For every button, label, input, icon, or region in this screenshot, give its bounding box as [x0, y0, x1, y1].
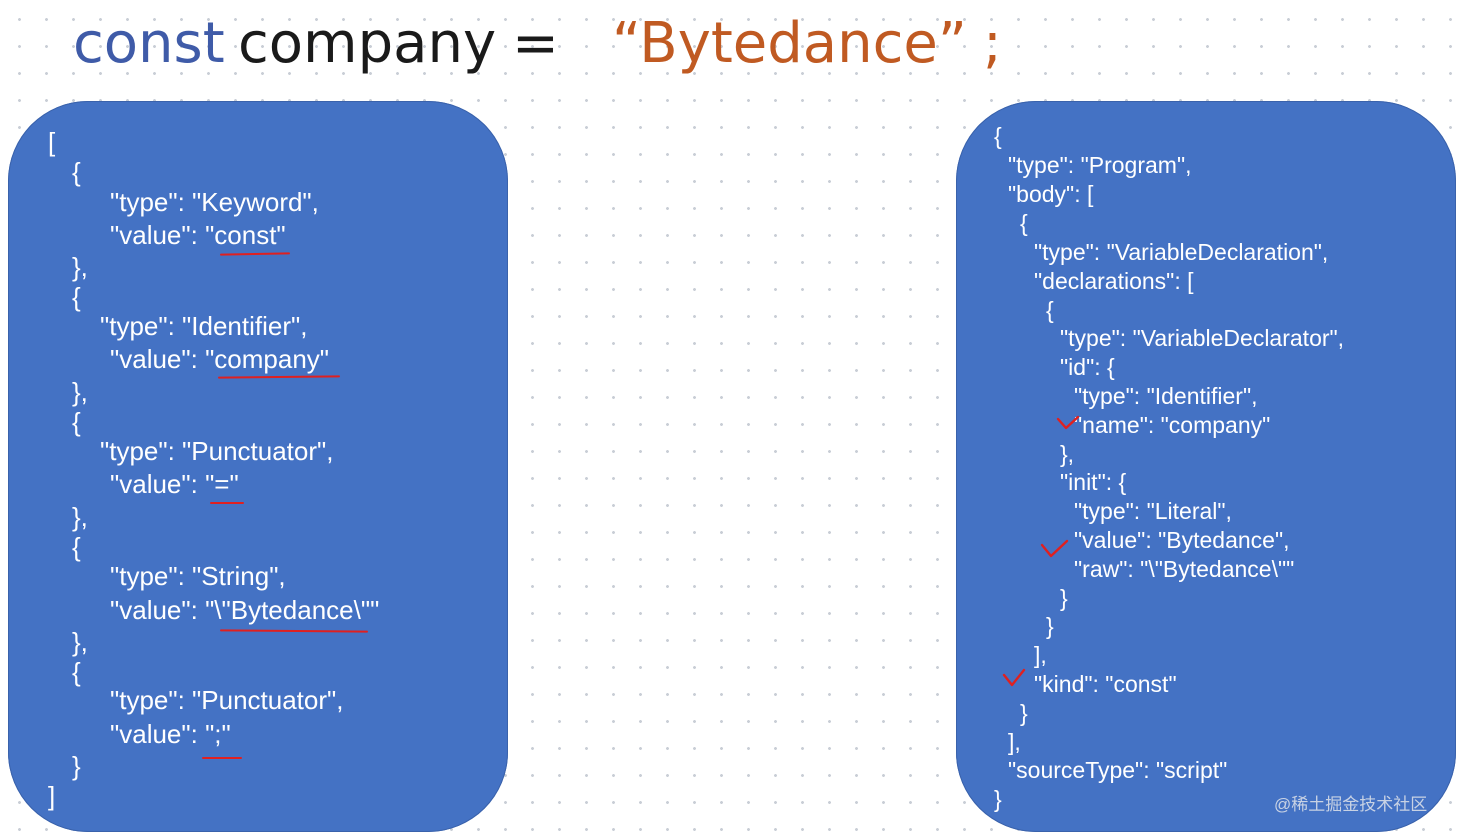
token-line: "value": "const" [110, 220, 286, 250]
ast-line: "name": "company" [1074, 412, 1271, 438]
ast-line: "kind": "const" [1034, 671, 1177, 697]
ast-line: "body": [ [1008, 181, 1094, 207]
ast-line: } [1060, 585, 1068, 611]
token-line: [ [48, 127, 56, 157]
token-line: } [72, 751, 81, 781]
ast-line: "value": "Bytedance", [1074, 527, 1290, 553]
ast-line: "id": { [1060, 354, 1115, 380]
ast-line: "init": { [1060, 469, 1127, 495]
ast-line: } [994, 786, 1002, 812]
token-line: }, [72, 252, 88, 282]
ast-line: "sourceType": "script" [1008, 757, 1228, 783]
heading-identifier: company [238, 11, 497, 76]
token-line: { [72, 282, 81, 312]
token-line: "value": ";" [110, 719, 231, 749]
token-line: }, [72, 377, 88, 407]
ast-line: "type": "VariableDeclarator", [1060, 325, 1345, 351]
underline-annotation [217, 375, 341, 379]
ast-line: "type": "Program", [1008, 152, 1192, 178]
token-line: }, [72, 627, 88, 657]
code-heading: const company = “Bytedance” ; [0, 0, 1461, 100]
ast-panel: { "type": "Program", "body": [ { "type":… [956, 101, 1456, 832]
ast-line: { [1046, 297, 1054, 323]
token-line: { [72, 657, 81, 687]
token-line: "type": "Identifier", [100, 311, 308, 341]
ast-line: ], [1008, 729, 1021, 755]
ast-line: } [1020, 700, 1028, 726]
token-line: { [72, 532, 81, 562]
underline-annotation [219, 252, 291, 256]
heading-operator: = [512, 11, 559, 76]
ast-line: "declarations": [ [1034, 268, 1194, 294]
token-line: { [72, 407, 81, 437]
ast-line: { [1020, 210, 1028, 236]
checkmark-icon [1040, 539, 1069, 558]
checkmark-annotations [1002, 415, 1080, 687]
token-line: "type": "Keyword", [110, 187, 319, 217]
heading-keyword: const [73, 11, 225, 76]
token-line: "type": "Punctuator", [100, 436, 334, 466]
heading-semicolon: ; [983, 11, 1002, 76]
token-line: "value": "=" [110, 469, 239, 499]
underline-annotation [219, 629, 369, 633]
checkmark-icon [1056, 415, 1080, 430]
tokens-panel: [ { "type": "Keyword", "value": "const" … [8, 101, 508, 832]
checkmark-icon [1002, 668, 1026, 687]
heading-string: “Bytedance” [612, 11, 967, 76]
underline-annotation [210, 502, 244, 504]
ast-line: "raw": "\"Bytedance\"" [1074, 556, 1295, 582]
token-line: "type": "Punctuator", [110, 685, 344, 715]
ast-line: "type": "Identifier", [1074, 383, 1258, 409]
token-line: { [72, 157, 81, 187]
watermark: @稀土掘金技术社区 [1274, 795, 1428, 814]
ast-line: }, [1060, 441, 1075, 467]
ast-line: "type": "Literal", [1074, 498, 1232, 524]
token-line: "value": "\"Bytedance\"" [110, 595, 380, 625]
token-line: "value": "company" [110, 344, 330, 374]
ast-line: ], [1034, 642, 1047, 668]
ast-line: "type": "VariableDeclaration", [1034, 239, 1329, 265]
token-line: "type": "String", [110, 561, 286, 591]
ast-line: { [994, 123, 1002, 149]
underline-annotation [202, 757, 242, 759]
token-line: }, [72, 502, 88, 532]
ast-line: } [1046, 613, 1054, 639]
token-line: ] [48, 781, 56, 811]
